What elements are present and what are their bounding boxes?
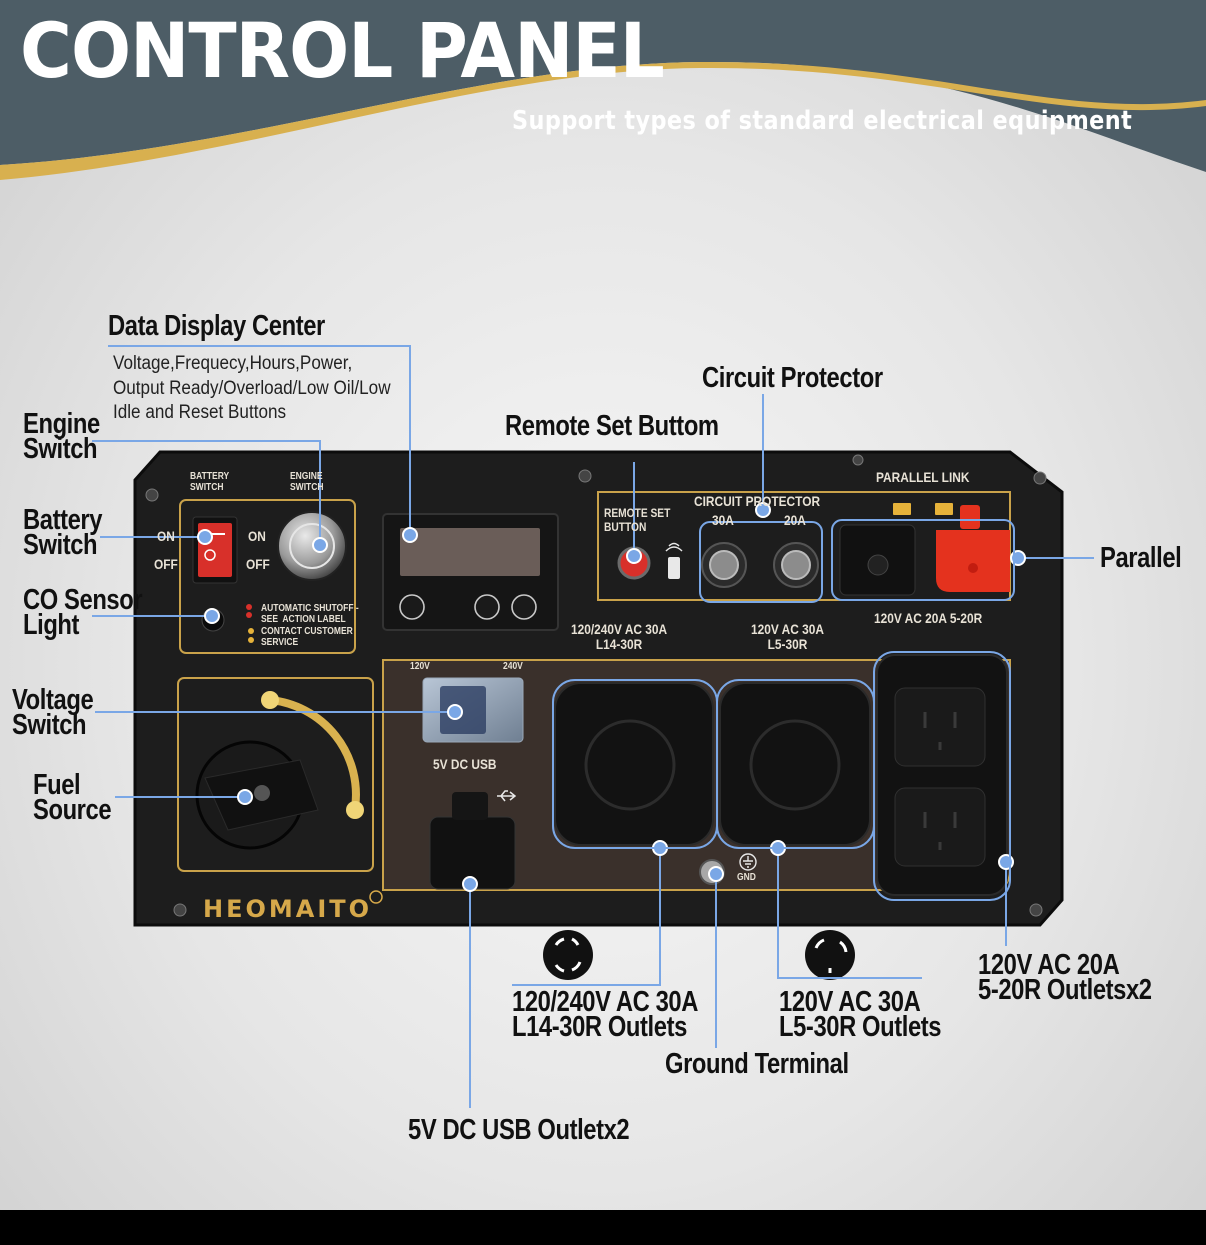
callout-ground-terminal: Ground Terminal <box>665 1048 849 1080</box>
panel-label-engine-on: ON <box>248 528 266 544</box>
panel-label-cp-30a: 30A <box>712 512 734 528</box>
callout-battery-switch: Battery Switch <box>23 504 103 561</box>
outlet-l5-30r[interactable] <box>719 682 871 846</box>
panel-label-battery-switch: BATTERY SWITCH <box>190 471 230 493</box>
usb-icon <box>497 790 517 802</box>
control-panel-illustration <box>92 345 1094 1108</box>
display-screen <box>400 528 540 576</box>
ground-icon <box>739 853 757 871</box>
panel-label-parallel-link: PARALLEL LINK <box>876 469 970 485</box>
panel-label-remote-set: REMOTE SET BUTTON <box>604 506 671 534</box>
circuit-protector-buttons[interactable] <box>701 542 819 588</box>
panel-label-outlet-520: 120V AC 20A 5-20R <box>874 610 983 626</box>
callout-parallel: Parallel <box>1100 542 1182 574</box>
callout-circuit-protector: Circuit Protector <box>702 362 883 394</box>
battery-icon <box>893 503 911 515</box>
callout-highlights <box>552 519 1015 901</box>
outlet-l5-icon <box>805 930 855 980</box>
panel-label-120v: 120V <box>410 661 430 672</box>
switch-module-frame <box>179 499 356 654</box>
brand-logo: HEOMAITO <box>203 895 373 923</box>
callout-data-display-desc: Voltage,Frequecy,Hours,Power, Output Rea… <box>113 353 391 423</box>
callout-outlet-520: 120V AC 20A 5-20R Outletsx2 <box>978 949 1152 1006</box>
registered-icon <box>369 890 383 904</box>
callout-outlet-l14: 120/240V AC 30A L14-30R Outlets <box>512 986 698 1043</box>
callout-usb-outlet: 5V DC USB Outletx2 <box>408 1114 630 1146</box>
callout-engine-switch: Engine Switch <box>23 408 100 465</box>
page-subtitle: Support types of standard electrical equ… <box>512 106 1133 136</box>
callout-voltage-switch: Voltage Switch <box>12 684 94 741</box>
callout-outlet-l5: 120V AC 30A L5-30R Outlets <box>779 986 942 1043</box>
outlet-l14-icon <box>543 930 593 980</box>
bottom-black-bar <box>0 1210 1206 1245</box>
panel-warning-shutoff: AUTOMATIC SHUTOFF - SEE ACTION LABEL <box>261 603 359 625</box>
panel-label-cp-20a: 20A <box>784 512 806 528</box>
upper-right-module-frame <box>597 491 1011 601</box>
header-band <box>0 0 1206 180</box>
panel-label-usb: 5V DC USB <box>433 756 497 772</box>
remote-icon <box>668 557 680 579</box>
panel-warning-contact: CONTACT CUSTOMER SERVICE <box>261 626 353 648</box>
panel-label-outlet-l14: 120/240V AC 30A L14-30R <box>571 621 668 652</box>
page-title: CONTROL PANEL <box>20 6 665 95</box>
callout-co-sensor: CO Sensor Light <box>23 584 143 641</box>
panel-label-240v: 240V <box>503 661 523 672</box>
panel-label-gnd: GND <box>737 872 756 883</box>
panel-label-engine-switch: ENGINE SWITCH <box>290 471 324 493</box>
callout-lines <box>92 345 1094 1108</box>
panel-label-battery-off: OFF <box>154 556 178 572</box>
parallel-terminal-red[interactable] <box>936 530 1010 592</box>
panel-label-battery-on: ON <box>157 528 175 544</box>
callout-data-display-title: Data Display Center <box>108 310 325 342</box>
outlet-l14-30r[interactable] <box>554 682 714 846</box>
callout-remote-set: Remote Set Buttom <box>505 410 719 442</box>
panel-screws <box>145 454 1047 917</box>
panel-label-outlet-l5: 120V AC 30A L5-30R <box>751 621 824 652</box>
callout-fuel-source: Fuel Source <box>33 769 112 826</box>
panel-label-engine-off: OFF <box>246 556 270 572</box>
fuel-module-frame <box>177 677 374 872</box>
engine-push-button[interactable] <box>277 511 347 581</box>
product-infographic: CONTROL PANEL Support types of standard … <box>0 0 1206 1210</box>
panel-label-circuit-protector: CIRCUIT PROTECTOR <box>694 493 821 509</box>
